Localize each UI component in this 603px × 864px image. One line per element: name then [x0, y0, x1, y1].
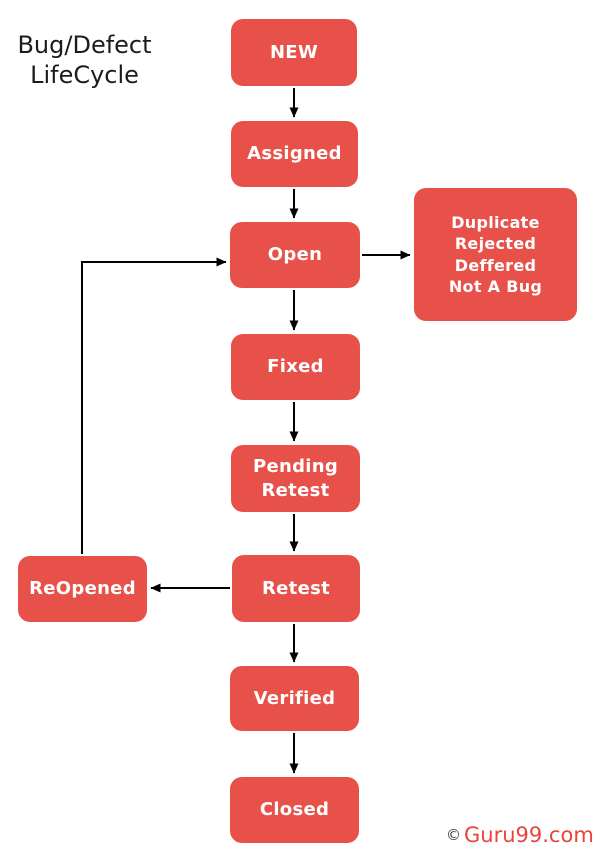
node-label: NEW	[269, 41, 319, 63]
node-label: Not A Bug	[448, 276, 543, 296]
node-label: Deffered	[454, 255, 537, 275]
edge-reopened-to-open	[81, 257, 227, 554]
node-retest: Retest	[232, 555, 360, 622]
node-label: Pending	[252, 455, 339, 477]
node-label: Duplicate	[451, 213, 540, 233]
node-label: ReOpened	[29, 578, 136, 600]
brand-logo: Guru99.com	[464, 823, 594, 847]
diagram-title-line2: LifeCycle	[30, 61, 139, 89]
node-label: Open	[267, 244, 323, 266]
copyright-symbol: ©	[446, 826, 461, 844]
node-reopened: ReOpened	[18, 556, 147, 622]
node-label: Retest	[262, 577, 330, 599]
diagram-title-line1: Bug/Defect	[17, 31, 152, 59]
node-label: Closed	[259, 799, 330, 821]
node-label: Rejected	[454, 234, 537, 254]
brand-watermark: ©Guru99.com	[446, 822, 594, 848]
node-fixed: Fixed	[231, 334, 360, 400]
node-label: Assigned	[247, 143, 342, 165]
node-new: NEW	[231, 19, 357, 86]
node-verified: Verified	[230, 666, 359, 731]
node-label: Retest	[261, 479, 330, 501]
node-assigned: Assigned	[231, 121, 358, 187]
node-closed: Closed	[230, 777, 359, 843]
node-label: Verified	[253, 687, 336, 709]
node-label: Fixed	[267, 356, 324, 378]
node-open: Open	[230, 222, 360, 288]
diagram-title: Bug/Defect LifeCycle	[12, 30, 157, 90]
